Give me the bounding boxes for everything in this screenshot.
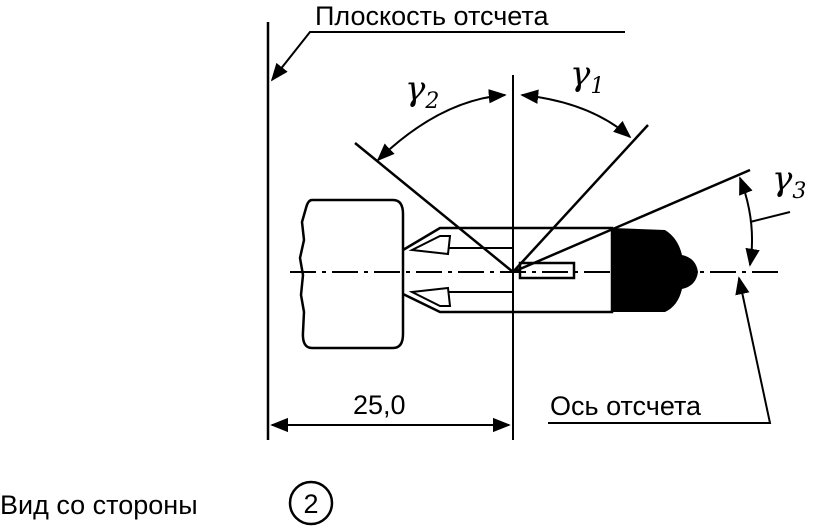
gamma3-label: γ3 bbox=[772, 159, 806, 204]
gamma2-label: γ2 bbox=[405, 69, 439, 114]
reference-axis-leader bbox=[548, 276, 772, 424]
dimension-value: 25,0 bbox=[353, 390, 406, 420]
view-caption: Вид со стороны bbox=[0, 490, 198, 520]
gamma2-ray bbox=[354, 142, 514, 273]
gamma1-label: γ1 bbox=[570, 54, 604, 99]
bulb-tip bbox=[612, 228, 698, 312]
lamp-bulb bbox=[402, 226, 614, 314]
gamma3-ray bbox=[512, 168, 751, 274]
support-lower bbox=[408, 286, 452, 307]
view-number: 2 bbox=[303, 489, 318, 519]
gamma3-leader bbox=[749, 211, 791, 223]
gamma1-arc bbox=[520, 89, 632, 139]
reference-plane-label: Плоскость отсчета bbox=[315, 1, 549, 31]
view-number-circle bbox=[288, 480, 334, 526]
lamp-base bbox=[298, 198, 405, 350]
reference-axis-label: Ось отсчета bbox=[550, 391, 702, 421]
support-upper bbox=[408, 235, 452, 256]
reference-plane-leader bbox=[270, 31, 625, 82]
gamma2-arc bbox=[376, 89, 507, 162]
gamma1-ray bbox=[512, 124, 649, 273]
filament bbox=[518, 261, 576, 280]
